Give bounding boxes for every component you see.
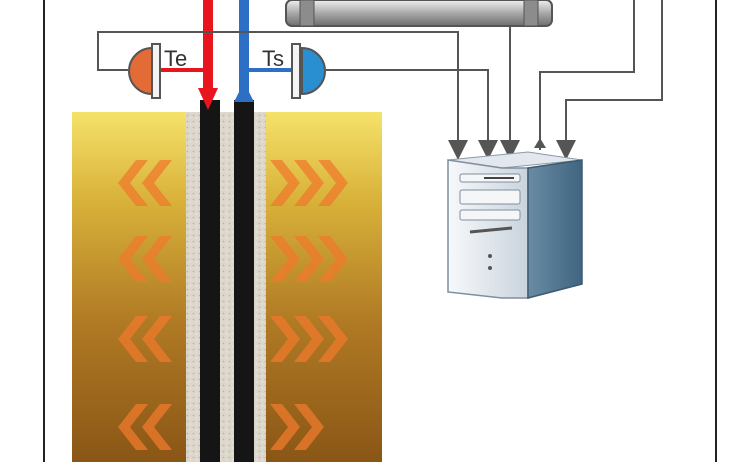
chevron-arrow-icon <box>270 316 348 362</box>
chevron-arrow-icon <box>118 160 172 206</box>
chevron-arrow-icon <box>270 160 348 206</box>
signal-wires <box>97 0 663 160</box>
outlet-temperature-sensor: Ts <box>249 43 326 99</box>
u-tube-down-leg <box>200 100 220 462</box>
outlet-pipe <box>234 0 254 102</box>
chevron-arrow-icon <box>118 316 172 362</box>
chevron-arrow-icon <box>270 236 348 282</box>
te-label: Te <box>164 46 187 71</box>
heat-flow-arrows-right <box>270 160 348 450</box>
u-tube-up-leg <box>234 100 254 462</box>
ts-label: Ts <box>262 46 284 71</box>
inlet-temperature-sensor: Te <box>128 43 203 99</box>
chevron-arrow-icon <box>118 404 172 450</box>
desktop-computer-icon <box>447 151 583 299</box>
inlet-pipe <box>198 0 218 110</box>
control-wire-out <box>539 0 635 150</box>
chevron-arrow-icon <box>270 404 324 450</box>
heat-exchanger-unit <box>285 0 553 27</box>
te-signal-wire <box>97 31 468 160</box>
aux-signal-wire <box>556 0 663 160</box>
chevron-arrow-icon <box>118 236 172 282</box>
ts-signal-wire <box>326 69 498 160</box>
heat-flow-arrows-left <box>118 160 172 450</box>
